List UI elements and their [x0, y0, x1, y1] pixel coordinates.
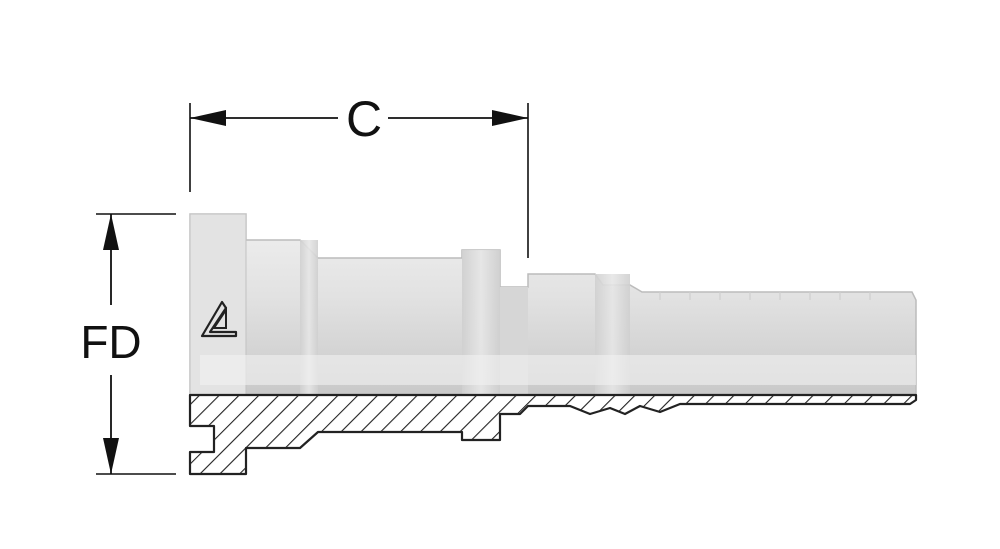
fitting-body: [189, 213, 917, 396]
cross-section: [188, 393, 918, 476]
dimension-label-fd: FD: [80, 316, 141, 368]
manufacturer-logo-icon: [200, 300, 238, 338]
arrowhead-bottom: [103, 438, 119, 474]
section-profile: [188, 393, 918, 476]
dimension-label-c: C: [346, 91, 382, 147]
arrowhead-top: [103, 214, 119, 250]
arrowhead-right: [492, 110, 528, 126]
arrowhead-left: [190, 110, 226, 126]
shank-serrations: [659, 292, 871, 300]
body-highlight: [200, 355, 916, 385]
dimension-fd: [96, 213, 176, 475]
dimension-c: [189, 103, 529, 258]
